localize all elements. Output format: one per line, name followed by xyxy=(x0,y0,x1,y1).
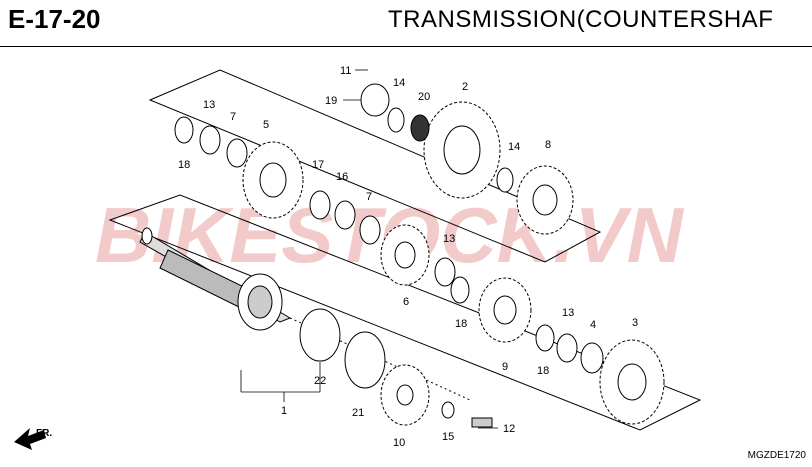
callout-10: 10 xyxy=(393,437,405,449)
washer-15 xyxy=(441,401,455,419)
bushing-7a xyxy=(226,138,248,168)
callout-5: 5 xyxy=(263,119,269,131)
callout-12: 12 xyxy=(503,423,515,435)
callout-6: 6 xyxy=(403,296,409,308)
callout-7b: 7 xyxy=(366,191,372,203)
callout-14: 14 xyxy=(393,77,405,89)
clip-18a xyxy=(174,116,194,144)
callout-14b: 14 xyxy=(508,141,520,153)
bushing-4 xyxy=(580,342,604,374)
callout-7: 7 xyxy=(230,111,236,123)
clip-18c xyxy=(535,324,555,352)
lower-frame xyxy=(108,194,702,431)
upper-frame xyxy=(148,69,602,263)
callout-13c: 13 xyxy=(562,307,574,319)
diagram-title: TRANSMISSION(COUNTERSHAF xyxy=(388,6,774,33)
bolt-12 xyxy=(471,417,493,428)
callout-3: 3 xyxy=(632,317,638,329)
callout-11: 11 xyxy=(340,65,351,77)
reference-code: MGZDE1720 xyxy=(747,450,806,461)
callout-15: 15 xyxy=(442,431,454,443)
callout-16: 16 xyxy=(336,171,348,183)
callout-9: 9 xyxy=(502,361,508,373)
countershaft xyxy=(139,227,292,331)
callout-8: 8 xyxy=(545,139,551,151)
callout-13b: 13 xyxy=(443,233,455,245)
diagram-code: E-17-20 xyxy=(8,4,101,34)
callout-18: 18 xyxy=(178,159,190,171)
bearing-19 xyxy=(360,83,390,117)
callout-20: 20 xyxy=(418,91,430,103)
washer-13b xyxy=(434,257,456,287)
callout-19: 19 xyxy=(325,95,337,107)
washer-14a xyxy=(387,107,405,133)
bushing-7b xyxy=(359,215,381,245)
callout-17: 17 xyxy=(312,159,324,171)
ring-22 xyxy=(299,308,341,362)
callout-18b: 18 xyxy=(455,318,467,330)
exploded-diagram: BIKESTOCK.VN xyxy=(14,65,702,450)
callout-1: 1 xyxy=(281,405,287,417)
callout-13: 13 xyxy=(203,99,215,111)
callout-2: 2 xyxy=(462,81,468,93)
washer-13a xyxy=(199,125,221,155)
washer-14b xyxy=(496,167,514,193)
direction-label: FR. xyxy=(36,428,53,439)
header: E-17-20 TRANSMISSION(COUNTERSHAF xyxy=(0,0,812,47)
washer-17 xyxy=(309,190,331,220)
bearing-20 xyxy=(410,114,430,142)
callout-4: 4 xyxy=(590,319,596,331)
callout-18c: 18 xyxy=(537,365,549,377)
washer-13c xyxy=(556,333,578,363)
washer-16 xyxy=(334,200,356,230)
callout-21: 21 xyxy=(352,407,364,419)
fr-arrow-icon xyxy=(14,428,46,450)
clip-18b xyxy=(450,276,470,304)
ring-21 xyxy=(344,331,386,389)
callout-22: 22 xyxy=(314,375,326,387)
